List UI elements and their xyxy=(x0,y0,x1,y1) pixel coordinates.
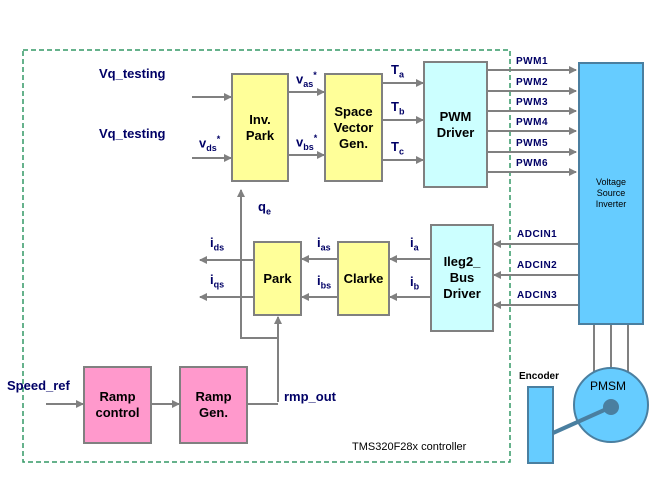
signal-vas-base: v xyxy=(296,71,304,87)
inverter-line3: Inverter xyxy=(595,199,627,209)
ramp-control-line2: control xyxy=(95,405,140,420)
ileg2-line3: Driver xyxy=(443,286,481,301)
signal-vds-sup: * xyxy=(216,134,221,144)
signal-ibs: ibs xyxy=(317,273,331,291)
ileg2-line2: Bus xyxy=(449,270,475,285)
signal-ia: ia xyxy=(410,235,419,253)
pwm-label-6: PWM6 xyxy=(516,158,548,169)
inv-park-line1: Inv. xyxy=(249,111,271,127)
signal-ibs-sub: bs xyxy=(320,280,332,291)
ileg2-line1: Ileg2_ xyxy=(443,254,481,269)
controller-label: TMS320F28x controller xyxy=(352,441,467,453)
pmsm-label: PMSM xyxy=(590,379,626,393)
signal-ta-base: T xyxy=(391,62,399,77)
signal-qe-base: q xyxy=(258,199,266,214)
signal-ids-sub: ds xyxy=(213,242,225,253)
encoder-label: Encoder xyxy=(519,371,560,382)
signal-ias-base: i xyxy=(317,235,321,250)
signal-tc-sub: c xyxy=(398,146,404,157)
signal-ia-sub: a xyxy=(413,242,419,253)
signal-ia-base: i xyxy=(410,235,414,250)
signal-ias: ias xyxy=(317,235,331,253)
pwm-label-4: PWM4 xyxy=(516,117,548,128)
signal-ib: ib xyxy=(410,274,419,292)
signal-vds-base: v xyxy=(199,135,207,151)
speed-ref-label: Speed_ref xyxy=(7,378,70,393)
vq-testing-label-2: Vq_testing xyxy=(99,126,166,141)
signal-iqs-base: i xyxy=(210,272,214,287)
signal-iqs-sub: qs xyxy=(213,279,225,290)
signal-vds: vds* xyxy=(199,134,220,153)
signal-tc-base: T xyxy=(391,139,399,154)
signal-qe-sub: e xyxy=(265,206,271,217)
inv-park-block: Inv.Park xyxy=(231,73,289,182)
signal-vbs-sup: * xyxy=(313,133,318,143)
signal-vas-sup: * xyxy=(313,70,317,80)
signal-ias-sub: as xyxy=(320,242,331,253)
arrow-angle-invpark xyxy=(237,189,278,339)
pwm-driver-line2: Driver xyxy=(436,124,475,140)
encoder-shaft xyxy=(552,405,612,435)
signal-ids: ids xyxy=(210,235,224,253)
pwm-label-1: PWM1 xyxy=(516,56,548,67)
inverter-line1: Voltage xyxy=(595,177,626,187)
park-block: Park xyxy=(253,241,302,316)
signal-ids-base: i xyxy=(210,235,214,250)
signal-tb-base: T xyxy=(391,99,399,114)
inv-park-line2: Park xyxy=(245,127,275,143)
signal-vbs: vbs* xyxy=(296,133,317,152)
signal-qe: qe xyxy=(258,199,271,217)
ramp-gen-line2: Gen. xyxy=(199,405,228,420)
adc-label-1: ADCIN1 xyxy=(517,229,558,240)
signal-ta: Ta xyxy=(391,62,404,80)
adc-label-3: ADCIN3 xyxy=(517,290,558,301)
signal-ta-sub: a xyxy=(398,69,404,80)
encoder-block xyxy=(527,386,554,464)
inverter-line2: Source xyxy=(596,188,626,198)
signal-vbs-sub: bs xyxy=(303,141,314,152)
svgen-line2: Vector xyxy=(333,119,374,135)
signal-vas: vas* xyxy=(296,70,317,89)
rmp-out-label: rmp_out xyxy=(284,389,336,404)
adc-label-2: ADCIN2 xyxy=(517,260,558,271)
signal-tb: Tb xyxy=(391,99,404,117)
signal-ibs-base: i xyxy=(317,273,321,288)
svgen-line1: Space xyxy=(334,103,373,119)
vq-testing-label-1: Vq_testing xyxy=(99,66,166,81)
controller-boundary xyxy=(22,49,511,463)
signal-vas-sub: as xyxy=(303,78,314,89)
clarke-line1: Clarke xyxy=(343,270,384,286)
signal-iqs: iqs xyxy=(210,272,224,290)
signal-vds-sub: ds xyxy=(206,142,217,153)
pwm-label-5: PWM5 xyxy=(516,138,548,149)
pwm-label-2: PWM2 xyxy=(516,77,548,88)
svgen-line3: Gen. xyxy=(339,135,368,151)
signal-ib-sub: b xyxy=(413,281,420,292)
signal-tc: Tc xyxy=(391,139,404,157)
ramp-control-line1: Ramp xyxy=(99,389,136,404)
ramp-gen-line1: Ramp xyxy=(195,389,232,404)
signal-tb-sub: b xyxy=(398,106,405,117)
signal-vbs-base: v xyxy=(296,134,304,150)
signal-ib-base: i xyxy=(410,274,414,289)
pwm-driver-line1: PWM xyxy=(439,108,472,124)
clarke-block: Clarke xyxy=(337,241,390,316)
park-line1: Park xyxy=(263,270,292,286)
pwm-label-3: PWM3 xyxy=(516,97,548,108)
